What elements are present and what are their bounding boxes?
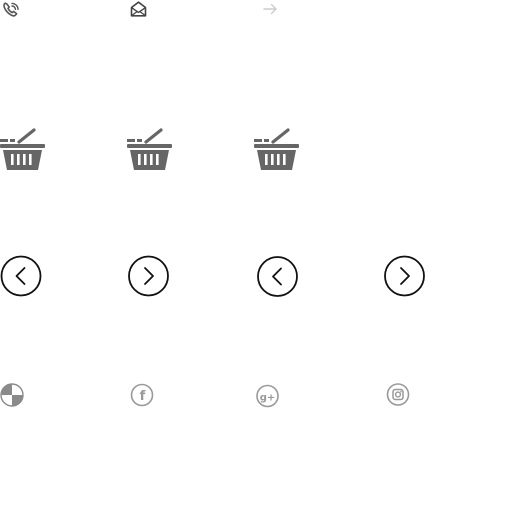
chevron-right-circle-icon[interactable] xyxy=(127,255,171,299)
phone-icon[interactable] xyxy=(2,1,21,20)
google-plus-glyph: g+ xyxy=(260,393,276,404)
facebook-glyph: f xyxy=(140,389,146,404)
basket-icon[interactable] xyxy=(127,126,173,174)
chevron-left-circle-icon[interactable] xyxy=(0,255,44,299)
pie-chart-icon[interactable] xyxy=(0,382,26,408)
mail-open-icon[interactable] xyxy=(130,1,147,17)
chevron-left-circle-icon[interactable] xyxy=(256,255,300,299)
instagram-icon[interactable] xyxy=(386,382,412,408)
basket-icon[interactable] xyxy=(254,126,300,174)
basket-icon[interactable] xyxy=(0,126,46,174)
arrow-right-icon[interactable] xyxy=(262,2,279,16)
chevron-right-circle-icon[interactable] xyxy=(383,255,427,299)
facebook-icon[interactable]: f xyxy=(130,382,156,408)
google-plus-icon[interactable]: g+ xyxy=(255,382,281,408)
